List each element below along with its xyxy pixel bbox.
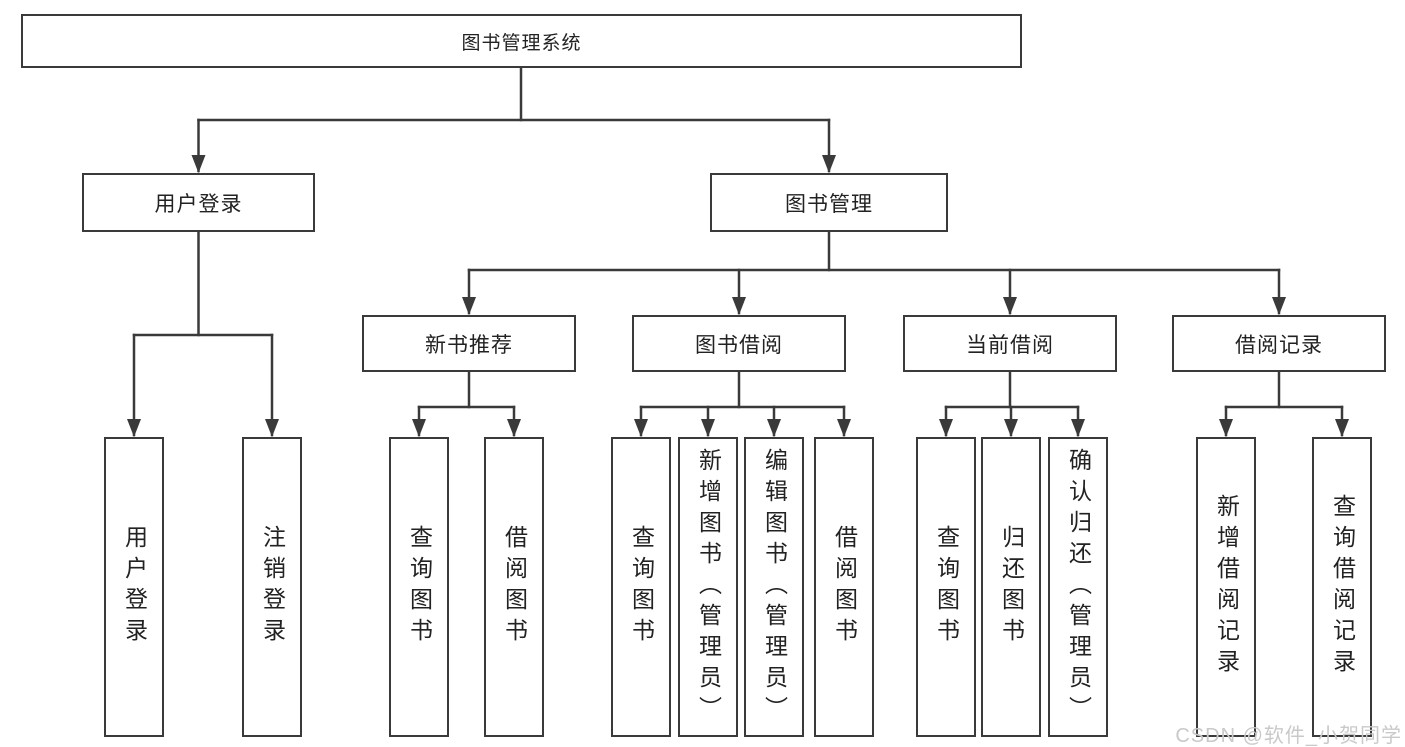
node-user-login: 用户登录 xyxy=(82,173,315,232)
leaf-label: 查询图书 xyxy=(406,525,433,649)
leaf-borrow-books-2: 借阅图书 xyxy=(814,437,874,737)
leaf-label: 编辑图书（管理员） xyxy=(761,447,788,727)
leaf-add-borrow-record: 新增借阅记录 xyxy=(1196,437,1256,737)
node-book-borrow: 图书借阅 xyxy=(632,315,846,372)
leaf-query-borrow-record: 查询借阅记录 xyxy=(1312,437,1372,737)
leaf-label: 借阅图书 xyxy=(831,525,858,649)
leaf-label: 确认归还（管理员） xyxy=(1065,447,1092,727)
leaf-label: 查询图书 xyxy=(933,525,960,649)
watermark: CSDN @软件_小贺同学 xyxy=(1175,725,1402,747)
leaf-label: 查询图书 xyxy=(628,525,655,649)
node-borrow-records: 借阅记录 xyxy=(1172,315,1386,372)
leaf-add-book-admin: 新增图书（管理员） xyxy=(678,437,738,737)
leaf-query-books-3: 查询图书 xyxy=(916,437,976,737)
leaf-user-login: 用户登录 xyxy=(104,437,164,737)
leaf-logout: 注销登录 xyxy=(242,437,302,737)
leaf-return-books: 归还图书 xyxy=(981,437,1041,737)
leaf-query-books-2: 查询图书 xyxy=(611,437,671,737)
leaf-edit-book-admin: 编辑图书（管理员） xyxy=(744,437,804,737)
leaf-label: 归还图书 xyxy=(998,525,1025,649)
leaf-label: 注销登录 xyxy=(259,525,286,649)
leaf-label: 用户登录 xyxy=(121,525,148,649)
node-new-book-recommend: 新书推荐 xyxy=(362,315,576,372)
node-root: 图书管理系统 xyxy=(21,14,1022,68)
leaf-label: 新增借阅记录 xyxy=(1213,494,1240,680)
leaf-label: 借阅图书 xyxy=(501,525,528,649)
node-current-borrow: 当前借阅 xyxy=(903,315,1117,372)
node-book-management: 图书管理 xyxy=(710,173,948,232)
leaf-query-books-1: 查询图书 xyxy=(389,437,449,737)
leaf-confirm-return-admin: 确认归还（管理员） xyxy=(1048,437,1108,737)
leaf-label: 查询借阅记录 xyxy=(1329,494,1356,680)
leaf-borrow-books-1: 借阅图书 xyxy=(484,437,544,737)
leaf-label: 新增图书（管理员） xyxy=(695,447,722,727)
